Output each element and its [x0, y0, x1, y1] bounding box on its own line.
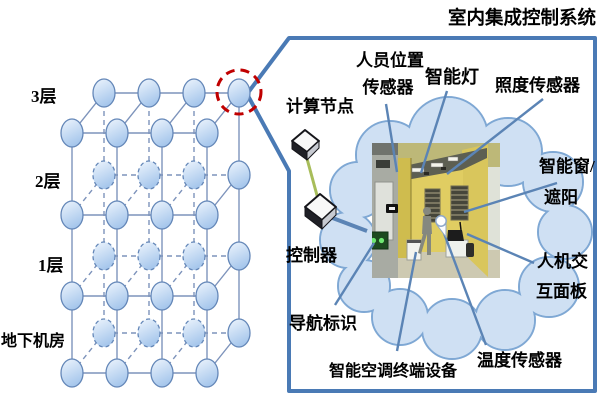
network-node — [60, 200, 84, 230]
network-node — [92, 241, 116, 271]
walking-person — [418, 207, 432, 255]
label-smart-light: 智能灯 — [425, 66, 479, 87]
network-node — [105, 118, 129, 148]
network-node — [137, 318, 161, 348]
diagram-title: 室内集成控制系统 — [448, 7, 597, 29]
leader-line-smart-light — [419, 90, 449, 174]
label-floor-3: 3层 — [31, 87, 57, 106]
label-smart-window-line2: 遮阳 — [544, 187, 578, 207]
label-floor-1: 1层 — [38, 256, 64, 275]
network-node — [227, 241, 251, 271]
label-floor-basement: 地下机房 — [1, 331, 65, 350]
network-node — [105, 281, 129, 311]
leader-line-navigation-sign — [333, 242, 376, 306]
network-node — [105, 200, 129, 230]
building-network-lattice — [60, 78, 251, 388]
label-hmi-panel-line2: 互面板 — [536, 281, 588, 301]
network-node — [92, 78, 116, 108]
network-node — [60, 358, 84, 388]
network-node — [182, 318, 206, 348]
wall-sign-icon — [386, 204, 398, 213]
network-node — [227, 78, 251, 108]
network-node — [227, 318, 251, 348]
network-node — [137, 78, 161, 108]
leader-line-hmi-panel — [466, 232, 535, 265]
location-pin-icon — [435, 215, 447, 239]
network-node — [105, 358, 129, 388]
controller-to-cloud-link — [329, 215, 368, 233]
network-node — [92, 160, 116, 190]
label-floor-2: 2层 — [35, 172, 61, 191]
room-rendering — [372, 143, 500, 278]
network-node — [60, 281, 84, 311]
network-node — [195, 358, 219, 388]
leader-line-personnel-sensor — [384, 103, 399, 173]
network-node — [195, 200, 219, 230]
leader-line-ac-terminal — [395, 251, 418, 352]
network-node — [150, 281, 174, 311]
network-node — [195, 118, 219, 148]
network-node — [92, 318, 116, 348]
network-node — [227, 160, 251, 190]
labels: 室内集成控制系统 3层 2层 1层 地下机房 计算节点 控制器 人员位置 传感器… — [1, 7, 596, 380]
network-node — [150, 358, 174, 388]
label-hmi-panel-line1: 人机交 — [537, 251, 588, 271]
compute-to-controller-link — [304, 154, 320, 200]
network-node — [137, 241, 161, 271]
network-node — [60, 118, 84, 148]
label-controller: 控制器 — [286, 245, 338, 265]
network-node — [182, 160, 206, 190]
label-ac-terminal: 智能空调终端设备 — [329, 361, 458, 380]
leader-line-temperature-sensor — [440, 227, 488, 346]
network-node — [182, 241, 206, 271]
room-door-wall — [397, 158, 411, 258]
network-node — [182, 78, 206, 108]
controller-cube-icon — [304, 193, 337, 230]
label-temperature-sensor: 温度传感器 — [477, 350, 563, 370]
label-illuminance-sensor: 照度传感器 — [495, 75, 581, 95]
network-node — [137, 160, 161, 190]
ceiling-light-icon — [411, 156, 459, 175]
label-personnel-sensor-line1: 人员位置 — [356, 50, 424, 70]
computing-node-cube-icon — [291, 129, 320, 161]
navigation-sign-panel-icon — [372, 231, 389, 250]
label-smart-window-line1: 智能窗/ — [539, 156, 595, 176]
label-computing-node: 计算节点 — [286, 96, 354, 116]
label-personnel-sensor-line2: 传感器 — [362, 77, 415, 97]
label-navigation-sign: 导航标识 — [289, 313, 357, 333]
node-highlight-circle — [215, 68, 263, 116]
leader-lines — [329, 90, 558, 352]
leader-line-illuminance-sensor — [446, 98, 544, 175]
network-node — [195, 281, 219, 311]
leader-line-smart-window — [463, 181, 558, 214]
network-node — [150, 118, 174, 148]
network-node — [150, 200, 174, 230]
